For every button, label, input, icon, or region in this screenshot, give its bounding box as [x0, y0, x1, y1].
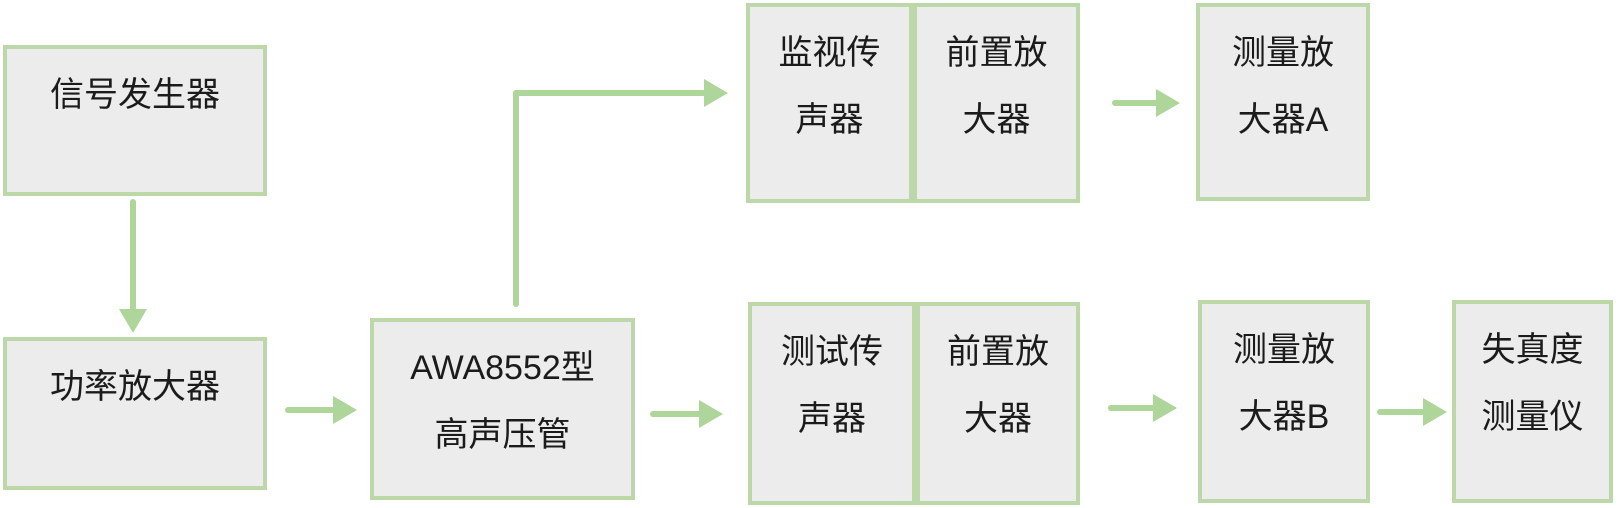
node-test-microphone: 测试传 声器 — [748, 302, 916, 505]
node-label-line: 前置放 — [945, 34, 1048, 72]
node-signal-generator: 信号发生器 — [3, 45, 267, 196]
node-monitor-microphone: 监视传 声器 — [746, 3, 913, 203]
node-label-line: 测量放 — [1233, 331, 1335, 369]
node-label-line: 信号发生器 — [50, 76, 220, 114]
arrow-shaft — [1108, 405, 1157, 411]
node-label-line: 声器 — [798, 400, 866, 438]
node-label-line: 大器B — [1238, 398, 1330, 436]
node-preamplifier-top: 前置放 大器 — [913, 3, 1080, 203]
arrow-head-icon — [1156, 89, 1180, 117]
connector-awa-to-testmic-arrow — [650, 400, 723, 428]
connector-signal-to-power-arrow — [119, 199, 147, 333]
arrow-shaft — [1377, 409, 1427, 415]
node-measuring-amplifier-b: 测量放 大器B — [1198, 300, 1370, 503]
connector-awa-to-monitor-arrow — [513, 79, 728, 308]
node-label-line: 大器 — [964, 400, 1032, 438]
arrow-head-icon — [1423, 398, 1447, 426]
node-label-line: 失真度 — [1481, 331, 1584, 369]
node-label-line: 大器 — [962, 101, 1031, 139]
arrow-shaft — [1112, 100, 1160, 106]
arrow-shaft — [513, 90, 706, 96]
node-label-line: AWA8552型 — [410, 349, 595, 387]
node-preamplifier-bottom: 前置放 大器 — [916, 302, 1080, 505]
arrow-head-icon — [704, 79, 728, 107]
node-label-line: 功率放大器 — [50, 368, 220, 406]
node-label-line: 前置放 — [947, 333, 1049, 371]
node-label-line: 监视传 — [778, 34, 881, 72]
arrow-head-icon — [1153, 394, 1177, 422]
arrow-shaft — [513, 90, 519, 307]
node-label-line: 测试传 — [781, 333, 883, 371]
arrow-head-icon — [333, 396, 357, 424]
node-label-line: 测量放 — [1232, 34, 1334, 72]
connector-ampb-to-distortion-arrow — [1377, 398, 1447, 426]
node-label-line: 大器A — [1237, 101, 1329, 139]
arrow-shaft — [130, 199, 136, 313]
connector-preamp-to-ampa-arrow — [1112, 89, 1180, 117]
arrow-head-icon — [699, 400, 723, 428]
node-label-line: 声器 — [795, 101, 864, 139]
arrow-head-icon — [119, 309, 147, 333]
node-awa8552-tube: AWA8552型 高声压管 — [370, 318, 635, 500]
connector-preamp-to-ampb-arrow — [1108, 394, 1177, 422]
node-label-line: 测量仪 — [1481, 398, 1584, 436]
arrow-shaft — [285, 407, 337, 413]
connector-power-to-awa-arrow — [285, 396, 357, 424]
node-distortion-meter: 失真度 测量仪 — [1452, 300, 1613, 503]
node-measuring-amplifier-a: 测量放 大器A — [1196, 3, 1370, 201]
arrow-shaft — [650, 411, 703, 417]
node-power-amplifier: 功率放大器 — [3, 337, 267, 490]
node-label-line: 高声压管 — [434, 416, 571, 454]
